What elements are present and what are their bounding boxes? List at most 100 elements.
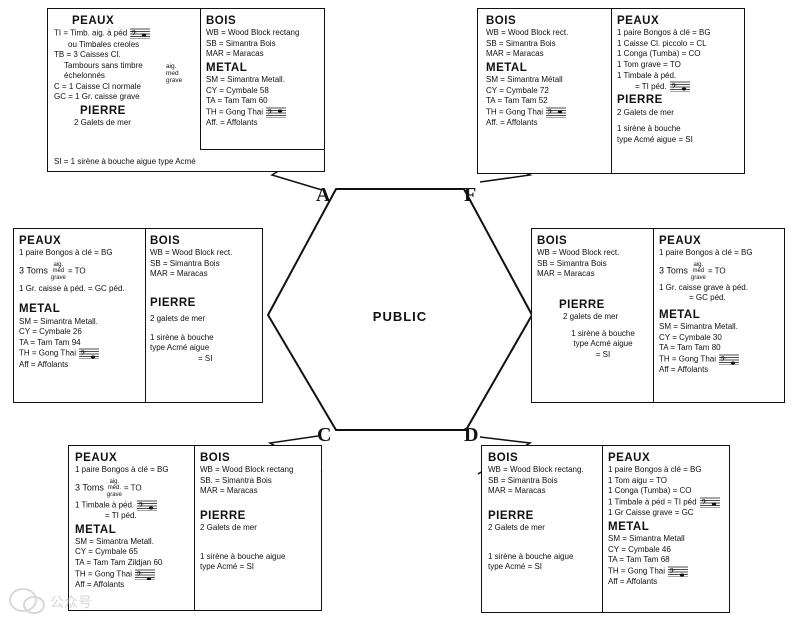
instrument-line: CY = Cymbale 58 <box>206 85 269 95</box>
instrument-line: 1 Timbale à péd.𝄢 <box>75 500 195 511</box>
metal-heading: METAL <box>659 308 701 321</box>
peaux-heading: PEAUX <box>72 15 115 27</box>
instrument-line: SB = Simantra Bois <box>488 475 558 485</box>
peaux-heading: PEAUX <box>19 235 62 247</box>
svg-text:𝄢: 𝄢 <box>136 570 142 580</box>
pierre-heading: PIERRE <box>617 94 663 107</box>
instrument-line: TA = Tam Tam 60 <box>206 96 268 106</box>
instrument-line: 1 Timbale à péd. <box>617 70 677 80</box>
instrument-line: TB = 3 Caisses Cl. <box>54 50 121 60</box>
svg-text:𝄢: 𝄢 <box>669 567 675 577</box>
staff-icon: 𝄢 <box>668 566 688 577</box>
toms-line: 3 Tomsaig. méd grave= TO <box>659 261 726 281</box>
bois-heading: BOIS <box>150 235 181 247</box>
pitch-note: aig. méd. grave <box>106 478 122 498</box>
metal-heading: METAL <box>19 303 61 316</box>
instrument-line: 1 paire Bongos à clé = BG <box>608 465 702 475</box>
column-divider <box>200 9 201 149</box>
bois-heading: BOIS <box>200 452 231 464</box>
instrument-line: SB = Simantra Bois <box>537 258 607 268</box>
instrument-line: TH = Gong Thai𝄢 <box>19 348 143 360</box>
column-divider <box>194 446 195 610</box>
pitch-note: aig. méd grave <box>690 261 706 281</box>
peaux-heading: PEAUX <box>75 452 118 464</box>
instrument-line: 1 sirène à bouche <box>571 328 635 338</box>
station-d-right: PEAUX 1 paire Bongos à clé = BG 1 Tom ai… <box>608 450 728 587</box>
instrument-line: = TI péd.𝄢 <box>617 81 743 93</box>
staff-icon: 𝄢 <box>135 569 155 580</box>
watermark-logo-icon <box>9 588 45 614</box>
instrument-line: MAR = Maracas <box>486 49 544 59</box>
public-label: PUBLIC <box>372 309 428 324</box>
staff-icon: 𝄢 <box>719 354 739 365</box>
instrument-line: Tambours sans timbre <box>64 60 143 70</box>
instrument-line: Aff = Affolants <box>19 359 69 369</box>
instrument-line: 1 sirène à bouche aigue <box>200 551 286 561</box>
instrument-line: 2 Galets de mer <box>200 523 257 533</box>
instrument-line: type Acmé = SI <box>488 562 543 572</box>
station-a-right: BOIS WB = Wood Block rectang SB = Simant… <box>206 13 324 129</box>
instrument-line: WB = Wood Block rect. <box>150 248 233 258</box>
station-c-right: BOIS WB = Wood Block rectang SB. = Siman… <box>200 450 320 573</box>
station-e-left: BOIS WB = Wood Block rect. SB = Simantra… <box>537 233 649 361</box>
watermark-text: 公众号 <box>50 594 92 610</box>
instrument-line: SM = Simantra Metall. <box>19 316 98 326</box>
instrument-line: 2 galets de mer <box>150 314 206 324</box>
pierre-heading: PIERRE <box>150 297 196 310</box>
instrument-line: WB = Wood Block rectang <box>200 465 294 475</box>
instrument-line: = SI <box>595 350 611 360</box>
instrument-line: = GC péd. <box>689 293 726 303</box>
instrument-line: 1 Conga (Tumba) = CO <box>617 49 701 59</box>
instrument-line: MAR = Maracas <box>150 269 208 279</box>
toms-code: = TO <box>707 266 726 276</box>
bois-heading: BOIS <box>486 15 517 27</box>
svg-text:𝄢: 𝄢 <box>701 498 707 508</box>
staff-icon: 𝄢 <box>266 107 286 119</box>
staff-icon: 𝄢 <box>669 81 690 93</box>
station-d-left: BOIS WB = Wood Block rectang. SB = Siman… <box>488 450 600 573</box>
instrument-line: TH = Gong Thai𝄢 <box>659 354 783 365</box>
instrument-line: TA = Tam Tam 52 <box>486 96 548 106</box>
station-c-box: PEAUX 1 paire Bongos à clé = BG 3 Tomsai… <box>68 445 322 611</box>
instrument-line: 1 Tom grave = TO <box>617 60 681 70</box>
toms-line: 3 Tomsaig. méd. grave= TO <box>75 478 142 498</box>
instrument-line: MAR = Maracas <box>206 49 264 59</box>
bois-heading: BOIS <box>537 235 568 247</box>
instrument-line: 1 Gr. caisse grave à péd. <box>659 282 748 292</box>
instrument-line: TA = Tam Tam 80 <box>659 343 721 353</box>
station-f-left: BOIS WB = Wood Block rect. SB = Simantra… <box>486 13 608 129</box>
station-b-left: PEAUX 1 paire Bongos à clé = BG 3 Tomsai… <box>19 233 143 370</box>
instrument-line: TA = Tam Tam 68 <box>608 555 670 565</box>
station-b-box: PEAUX 1 paire Bongos à clé = BG 3 Tomsai… <box>13 228 263 403</box>
instrument-line: SB = Simantra Bois <box>150 258 220 268</box>
instrument-line: CY = Cymbale 65 <box>75 547 138 557</box>
instrument-line: CY = Cymbale 46 <box>608 544 671 554</box>
instrument-line: Aff = Affolants <box>608 576 658 586</box>
instrument-line: TA = Tam Tam Zildjan 60 <box>75 557 163 567</box>
station-c-left: PEAUX 1 paire Bongos à clé = BG 3 Tomsai… <box>75 450 195 590</box>
peaux-heading: PEAUX <box>659 235 702 247</box>
svg-text:𝄢: 𝄢 <box>720 355 726 365</box>
toms-code: = TO <box>123 483 142 493</box>
instrument-line: CY = Cymbale 26 <box>19 327 82 337</box>
instrument-line: WB = Wood Block rect. <box>486 28 569 38</box>
instrument-line: 1 Conga (Tumba) = CO <box>608 486 692 496</box>
instrument-line: TH = Gong Thai𝄢 <box>206 107 324 119</box>
svg-text:𝄢: 𝄢 <box>131 29 137 39</box>
vertex-label-a: A <box>316 184 331 206</box>
instrument-line: 1 paire Bongos à clé = BG <box>617 28 711 38</box>
station-b-right: BOIS WB = Wood Block rect. SB = Simantra… <box>150 233 260 365</box>
divider <box>200 149 324 150</box>
vertex-label-d: D <box>464 424 479 446</box>
instrument-line: Aff. = Affolants <box>486 118 538 128</box>
instrument-line: 1 sirène à bouche <box>150 332 214 342</box>
instrument-line: WB = Wood Block rectang. <box>488 465 584 475</box>
instrument-line: = TI péd. <box>105 510 137 520</box>
station-a-box: PEAUX TI = Timb. aig. à péd𝄢 ou Timbales… <box>47 8 325 172</box>
station-f-right: PEAUX 1 paire Bongos à clé = BG 1 Caisse… <box>617 13 743 145</box>
instrument-line: type Acmé aigue <box>150 343 210 353</box>
instrument-line: échelonnés <box>64 71 105 81</box>
metal-heading: METAL <box>608 520 650 533</box>
column-divider <box>145 229 146 402</box>
station-e-box: BOIS WB = Wood Block rect. SB = Simantra… <box>531 228 785 403</box>
